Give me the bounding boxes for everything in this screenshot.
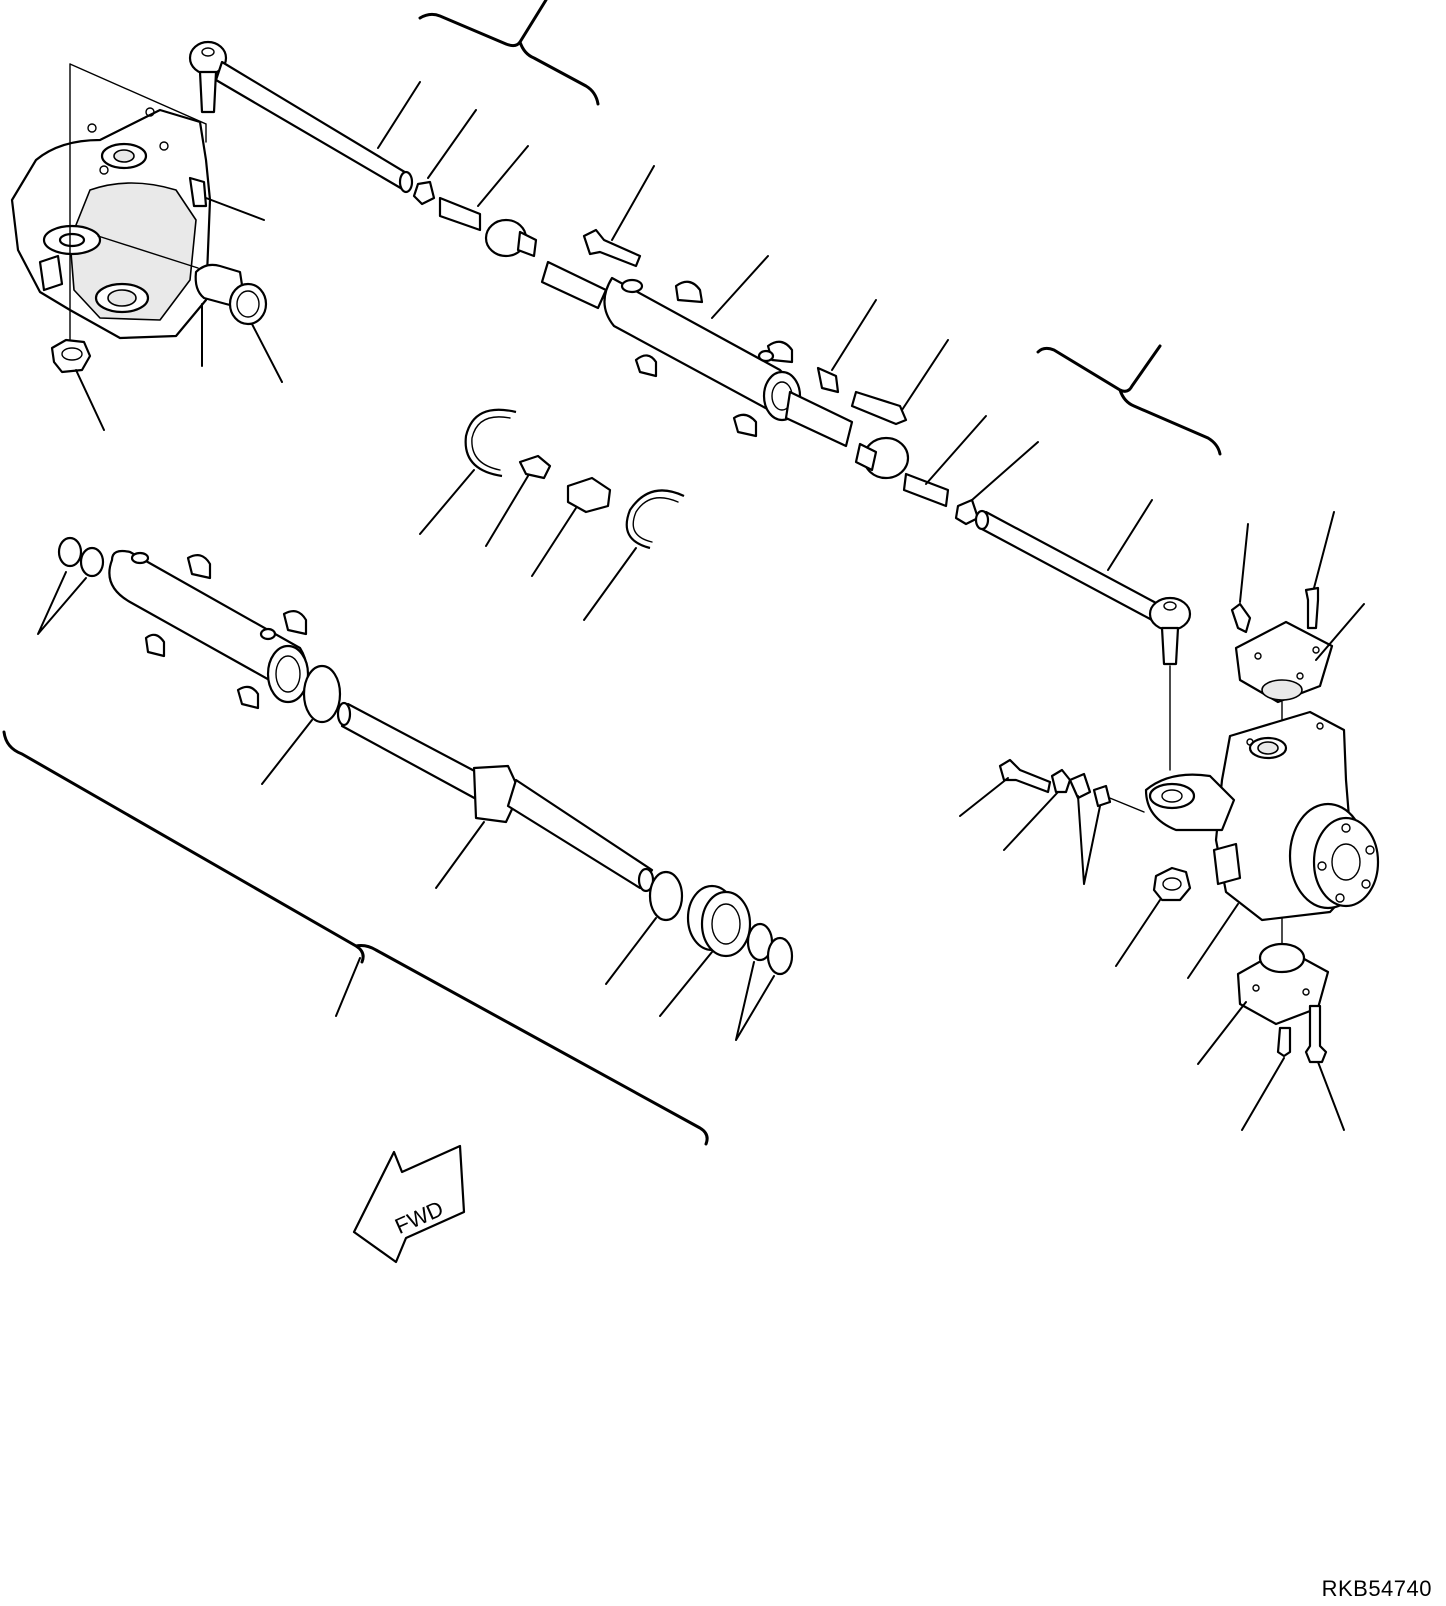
right-threaded-stud xyxy=(902,472,950,508)
retaining-clip xyxy=(518,454,552,480)
leader-right-stud xyxy=(925,415,987,485)
group-brace-right xyxy=(1036,344,1222,456)
right-cap-bolt-upper xyxy=(1304,586,1320,630)
cylinder-bolt-lower xyxy=(850,390,908,426)
leader-cap-bolt-lower xyxy=(1317,1061,1345,1131)
cylinder-bolt-upper xyxy=(582,228,642,268)
leader-right-knuckle xyxy=(1187,903,1239,979)
group-brace-bottom xyxy=(2,730,709,1146)
leader-upper-cap xyxy=(1315,603,1365,661)
right-grease-fitting-lower xyxy=(1276,1026,1292,1058)
left-seal-ring xyxy=(228,282,268,326)
leader-o-ring-pair-right xyxy=(735,961,775,1041)
leader-right-nut xyxy=(971,441,1039,501)
leader-spacer-pair xyxy=(1077,795,1101,885)
leader-lock-block xyxy=(531,507,577,577)
right-ball-joint xyxy=(854,436,910,480)
leader-right-tie-rod xyxy=(1107,499,1153,571)
o-ring-tube-end xyxy=(302,664,342,724)
leader-piston-rod xyxy=(435,821,485,889)
leader-grease-lower xyxy=(1241,1057,1285,1131)
leader-stop-nut xyxy=(1003,791,1059,851)
right-tie-rod-nut xyxy=(954,498,980,526)
group-brace-top xyxy=(418,0,600,106)
leader-o-ring-pair-left xyxy=(37,571,87,635)
leader-bushing-small xyxy=(831,299,877,371)
forward-direction-arrow: FWD xyxy=(352,1144,466,1264)
right-cap-bolt-lower xyxy=(1304,1004,1328,1064)
leader-cylinder xyxy=(711,255,769,319)
snap-ring-right xyxy=(625,489,685,550)
leader-left-kingpin-nut xyxy=(75,369,105,431)
o-ring-pair-right xyxy=(746,922,794,976)
right-spacer-pair xyxy=(1068,772,1112,808)
cylinder-bushing-small xyxy=(816,366,840,394)
snap-ring-left xyxy=(464,408,517,478)
cylinder-tube xyxy=(108,549,310,710)
leader-bolt-lower xyxy=(901,339,949,411)
leader-left-nut xyxy=(427,109,477,179)
lock-block xyxy=(566,476,612,514)
leader-o-ring-rod xyxy=(605,917,657,985)
left-kingpin-nut xyxy=(50,338,92,374)
leader-left-knuckle xyxy=(205,197,265,221)
left-ball-joint xyxy=(484,218,538,258)
leader-right-kingpin-nut xyxy=(1115,899,1161,967)
leader-gland-seal xyxy=(659,951,713,1017)
right-steering-knuckle xyxy=(1144,710,1380,922)
leader-grease-upper xyxy=(1239,523,1249,603)
right-tie-rod xyxy=(974,509,1192,666)
leader-snap-ring-left xyxy=(419,469,475,535)
leader-left-stud xyxy=(477,145,529,207)
right-stop-bolt xyxy=(998,758,1052,794)
leader-left-seal xyxy=(251,323,283,383)
o-ring-rod xyxy=(648,870,684,922)
leader-left-tie-rod xyxy=(377,81,421,149)
leader-snap-ring-right xyxy=(583,547,637,621)
leader-lower-cap xyxy=(1197,1001,1247,1065)
leader-stop-bolt xyxy=(959,777,1009,817)
left-tie-rod-nut xyxy=(412,180,436,206)
left-threaded-stud xyxy=(438,196,482,232)
right-grease-fitting-upper xyxy=(1230,602,1252,634)
leader-o-ring-tube-end xyxy=(261,719,313,785)
left-tie-rod xyxy=(188,40,414,194)
gland-seal xyxy=(686,884,752,958)
piston-rod xyxy=(336,701,655,893)
o-ring-pair-left xyxy=(57,536,105,578)
left-knuckle-axis-line xyxy=(97,235,199,269)
right-upper-kingpin-cap xyxy=(1234,620,1334,704)
left-knuckle-center-line xyxy=(69,63,207,357)
figure-code: RKB54740 xyxy=(1321,1576,1432,1601)
right-stop-nut xyxy=(1050,768,1072,794)
leader-bolt-upper xyxy=(611,165,655,241)
left-steering-knuckle xyxy=(10,107,212,340)
right-kingpin-nut xyxy=(1152,866,1192,902)
leader-clip xyxy=(485,475,529,547)
steering-cylinder-assembly xyxy=(540,260,854,448)
leader-cap-bolt-upper xyxy=(1313,511,1335,589)
